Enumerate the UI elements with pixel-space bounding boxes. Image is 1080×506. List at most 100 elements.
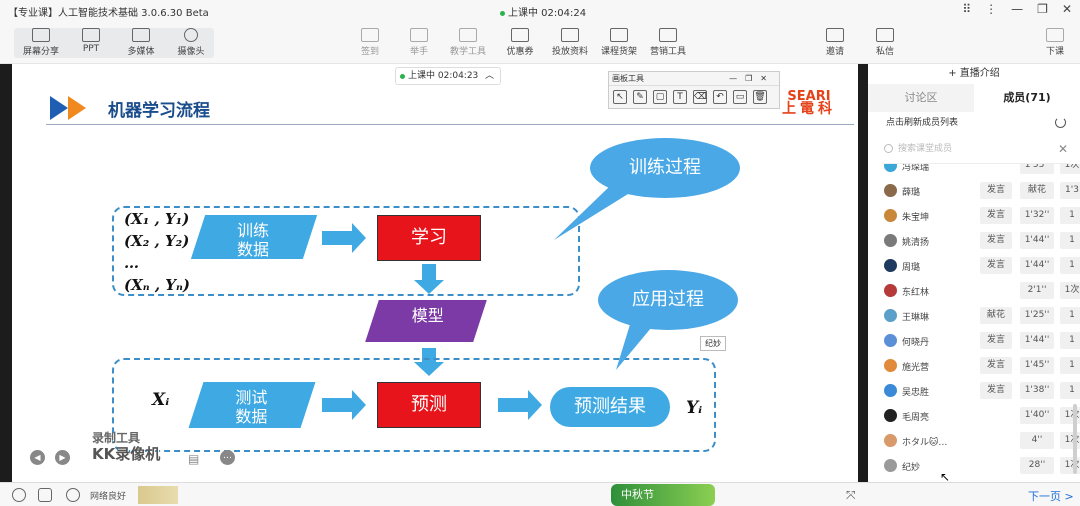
refresh-members-row[interactable]: 点击刷新成员列表 (868, 112, 1080, 134)
grid-icon[interactable]: ⠿ (962, 2, 972, 16)
member-name: 东红林 (902, 288, 930, 298)
model-label: 模型 (411, 306, 444, 325)
eraser-tool-icon[interactable]: ⌫ (693, 90, 707, 104)
restore-icon[interactable]: ❐ (1037, 2, 1048, 16)
formula-line-2: (X₂ , Y₂) (124, 232, 190, 250)
member-duration-chip: 2'1'' (1020, 282, 1054, 299)
more-icon[interactable]: ⋮ (985, 2, 998, 16)
chat-icon[interactable]: ▤ (188, 452, 200, 466)
member-row[interactable]: ホタル🐱…4''1次 (882, 429, 1080, 453)
member-count-chip: 1次 (1060, 407, 1080, 424)
close-icon[interactable]: ✕ (1061, 2, 1072, 16)
shelf-label: 课程货架 (600, 47, 637, 57)
member-action-chip[interactable]: 献花 (980, 307, 1012, 324)
camera-button[interactable]: 摄像头 (164, 24, 218, 57)
materials-button[interactable]: 投放资料 (543, 24, 597, 57)
message-button[interactable]: 私信 (858, 24, 912, 57)
select-tool-icon[interactable]: ↖ (613, 90, 627, 104)
presenter-name-tag: 纪妙 (700, 336, 726, 351)
member-count-chip: 1 (1060, 357, 1080, 374)
end-class-button[interactable]: 下课 (1028, 24, 1080, 57)
clear-tool-icon[interactable]: 🗑 (753, 90, 767, 104)
member-action-chip[interactable]: 发言 (980, 382, 1012, 399)
refresh-icon[interactable] (1055, 117, 1066, 128)
screen-share-button[interactable]: 屏幕分享 (14, 24, 68, 57)
whiteboard-window-controls[interactable]: —❐✕ (729, 74, 775, 83)
training-data-shape: 训练 数据 (190, 215, 318, 259)
toolbar: 屏幕分享 PPT 多媒体 摄像头 签到 举手 教学工具 优惠券 投放资料 课程货… (0, 22, 1080, 64)
teaching-tools-icon (459, 28, 477, 42)
chevron-up-icon[interactable]: ︿ (484, 71, 494, 81)
speaker-icon[interactable] (38, 488, 52, 502)
arrow-to-predict-box (322, 390, 366, 420)
minimize-icon[interactable]: — (1011, 2, 1024, 16)
member-action-chip[interactable]: 发言 (980, 232, 1012, 249)
play-icon[interactable]: ▶ (55, 450, 70, 465)
shelf-button[interactable]: 课程货架 (592, 24, 646, 57)
ppt-button[interactable]: PPT (64, 24, 118, 54)
whiteboard-title: 画板工具 (612, 74, 644, 83)
fullscreen-icon[interactable]: ⤧ (846, 488, 856, 502)
brand-logo: SEARI 上電科 (782, 90, 836, 116)
media-group (14, 28, 214, 58)
rect-tool-icon[interactable]: ▢ (653, 90, 667, 104)
live-intro-button[interactable]: + 直播介绍 (948, 68, 1000, 79)
pen-tool-icon[interactable]: ✎ (633, 90, 647, 104)
materials-label: 投放资料 (551, 47, 588, 57)
mic-off-icon[interactable] (12, 488, 26, 502)
search-placeholder: 搜索课堂成员 (898, 144, 953, 154)
member-row[interactable]: 东红林 2'1'' 1次 (882, 279, 1080, 303)
member-name: 王琳琳 (902, 313, 930, 323)
member-action-chip[interactable]: 发言 (980, 207, 1012, 224)
tab-discussion[interactable]: 讨论区 (868, 84, 974, 112)
member-count-chip: 1次 (1060, 282, 1080, 299)
location-icon[interactable] (66, 488, 80, 502)
avatar (884, 164, 897, 172)
member-list-scrollbar[interactable] (1073, 404, 1077, 474)
member-action-chip[interactable]: 发言 (980, 332, 1012, 349)
marketing-icon (659, 28, 677, 42)
member-action-chip[interactable]: 发言 (980, 357, 1012, 374)
thumbnail-image[interactable] (138, 486, 178, 504)
shelf-icon (610, 28, 628, 42)
member-action-chip[interactable]: 发言 (980, 182, 1012, 199)
member-action-chip[interactable]: 发言 (980, 257, 1012, 274)
member-name: 姚清扬 (902, 238, 930, 248)
checkin-button[interactable]: 签到 (343, 24, 397, 57)
undo-tool-icon[interactable]: ↶ (713, 90, 727, 104)
title-bar: 【专业课】人工智能技术基础 3.0.6.30 Beta 上课中 02:04:24… (0, 0, 1080, 22)
next-page-link[interactable]: 下一页 > (1028, 490, 1074, 503)
teaching-tools-button[interactable]: 教学工具 (441, 24, 495, 57)
learn-box: 学习 (377, 215, 481, 261)
chevron-orange-icon (68, 96, 86, 120)
coupon-button[interactable]: 优惠券 (493, 24, 547, 57)
invite-button[interactable]: 邀请 (808, 24, 862, 57)
screen-tool-icon[interactable]: ▭ (733, 90, 747, 104)
member-search[interactable]: 搜索课堂成员 ✕ (882, 138, 1070, 164)
multimedia-button[interactable]: 多媒体 (114, 24, 168, 57)
text-tool-icon[interactable]: T (673, 90, 687, 104)
tab-members[interactable]: 成员(71) (974, 84, 1080, 112)
formula-line-4: (Xₙ , Yₙ) (124, 276, 190, 294)
member-name: ホタル🐱… (902, 438, 948, 448)
prev-icon[interactable]: ◀ (30, 450, 45, 465)
raise-hand-button[interactable]: 举手 (392, 24, 446, 57)
checkin-label: 签到 (360, 47, 379, 57)
chevron-blue-icon (50, 96, 68, 120)
more-options-icon[interactable]: … (220, 450, 235, 465)
timer-popup[interactable]: 上课中 02:04:23︿ (395, 67, 501, 85)
marketing-button[interactable]: 营销工具 (641, 24, 695, 57)
festival-banner[interactable]: 中秋节 (611, 484, 715, 506)
close-search-icon[interactable]: ✕ (1057, 142, 1068, 156)
